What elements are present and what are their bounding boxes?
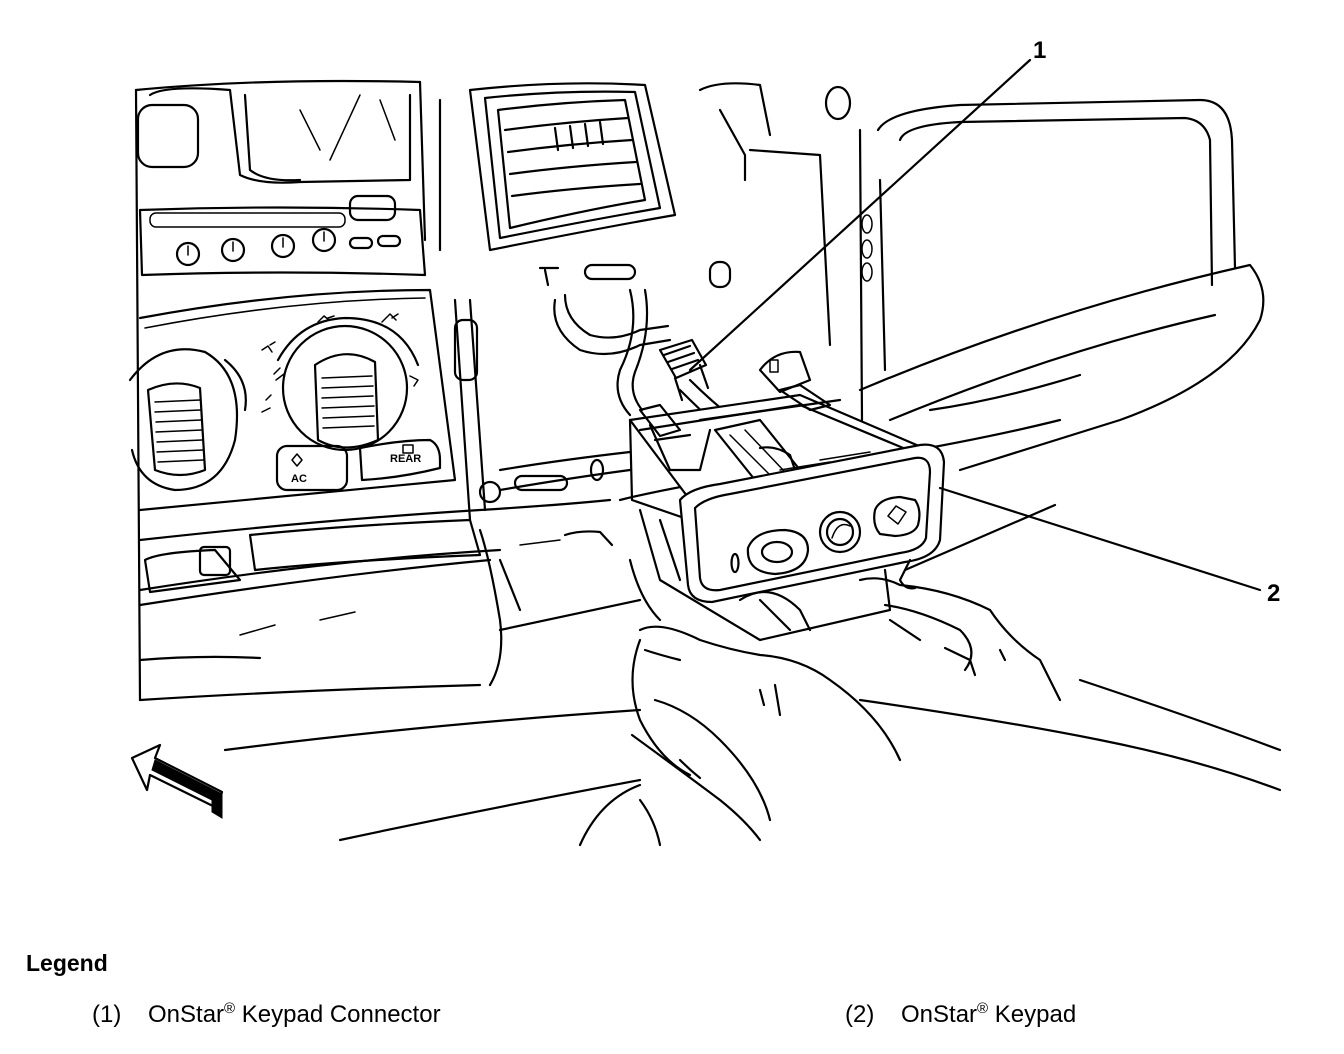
technician-hands [630, 558, 1062, 842]
fan-speed-knob [276, 316, 420, 452]
legend-item-2: (2) OnStar® Keypad [845, 1000, 1076, 1029]
onstar-keypad-removal-illustration: AC REAR [128, 37, 1282, 847]
keypad-connector [658, 338, 710, 402]
onstar-call-button [746, 528, 810, 576]
onstar-logo-button [818, 510, 862, 554]
hvac-control-panel: AC REAR [128, 288, 457, 512]
mode-symbols [261, 313, 419, 413]
callout-2-number: 2 [1267, 580, 1280, 607]
wiring-harness [553, 288, 737, 430]
registered-mark: ® [224, 1000, 236, 1017]
registered-mark: ® [977, 1000, 989, 1017]
forward-direction-arrow-icon [130, 743, 224, 819]
onstar-emergency-button [873, 495, 921, 538]
legend-item-2-number: (2) [845, 1001, 875, 1028]
instrument-cluster-bezel [134, 79, 442, 702]
legend-item-1-text: Keypad Connector [235, 1001, 441, 1028]
callout-1: 1 [688, 37, 1046, 372]
radio-faceplate [138, 194, 427, 277]
legend-item-2-text: Keypad [988, 1001, 1077, 1028]
legend-item-1-number: (1) [92, 1001, 122, 1028]
onstar-keypad [628, 383, 946, 642]
center-air-vent [468, 82, 677, 287]
ac-button: AC [275, 444, 349, 492]
callout-2: 2 [903, 486, 1280, 607]
rear-defrost-button: REAR [358, 438, 442, 482]
mounting-bracket-right [758, 350, 812, 394]
legend-item-1: (1) OnStar® Keypad Connector [92, 1000, 441, 1029]
floor-console [223, 678, 1282, 847]
temperature-knob [128, 348, 247, 492]
legend-title: Legend [26, 950, 108, 976]
ac-button-label: AC [291, 473, 307, 485]
passenger-dash-panel [698, 82, 1265, 472]
callout-1-number: 1 [1033, 37, 1046, 64]
rear-button-label: REAR [390, 453, 421, 465]
legend-item-1-brand: OnStar [148, 1001, 225, 1028]
radio-knob-row [175, 227, 402, 267]
legend-item-2-brand: OnStar [901, 1001, 978, 1028]
lower-dash-trim [138, 298, 1062, 702]
